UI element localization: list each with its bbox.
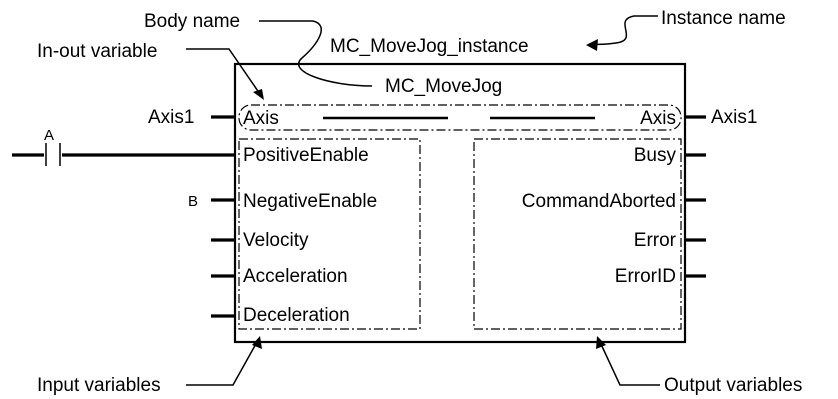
output-variable: ErrorID [615,266,676,287]
input-variable: PositiveEnable [243,145,369,166]
axis1-input-label: Axis1 [148,107,194,128]
in-out-variable-leader [186,48,263,98]
contact-b-label: B [188,193,198,210]
input-variable: NegativeEnable [243,191,377,212]
instance-name-arrowhead [586,39,598,51]
axis-input-param: Axis [243,108,279,129]
input-variables-arrowhead [252,336,262,349]
output-variable: Error [634,230,677,251]
input-variables-leader [186,341,258,386]
contact-a-label: A [44,127,54,144]
instance-name-annotation: Instance name [661,8,786,29]
function-block-body [233,62,687,344]
output-variable: CommandAborted [522,191,676,212]
in-out-variable-arrowhead [253,89,264,100]
input-variable: Acceleration [243,266,348,287]
in-out-variable-annotation: In-out variable [37,41,157,62]
input-variable: Deceleration [243,305,350,326]
instance-name-leader [588,15,658,46]
instance-name-text: MC_MoveJog_instance [330,36,529,57]
in-out-variable-outline [238,104,682,131]
output-variable: Busy [634,145,677,166]
output-variables-annotation: Output variables [664,375,802,396]
output-variables-arrowhead [596,336,606,349]
input-variables-annotation: Input variables [37,375,161,396]
output-variables-leader [599,341,660,386]
axis1-output-label: Axis1 [711,107,757,128]
body-name-text: MC_MoveJog [385,76,502,97]
body-name-annotation: Body name [144,11,240,32]
axis-output-param: Axis [640,108,676,129]
input-variable: Velocity [243,230,309,251]
body-name-leader [259,20,373,87]
output-variables-outline [473,138,682,330]
input-variables-outline [238,138,421,330]
